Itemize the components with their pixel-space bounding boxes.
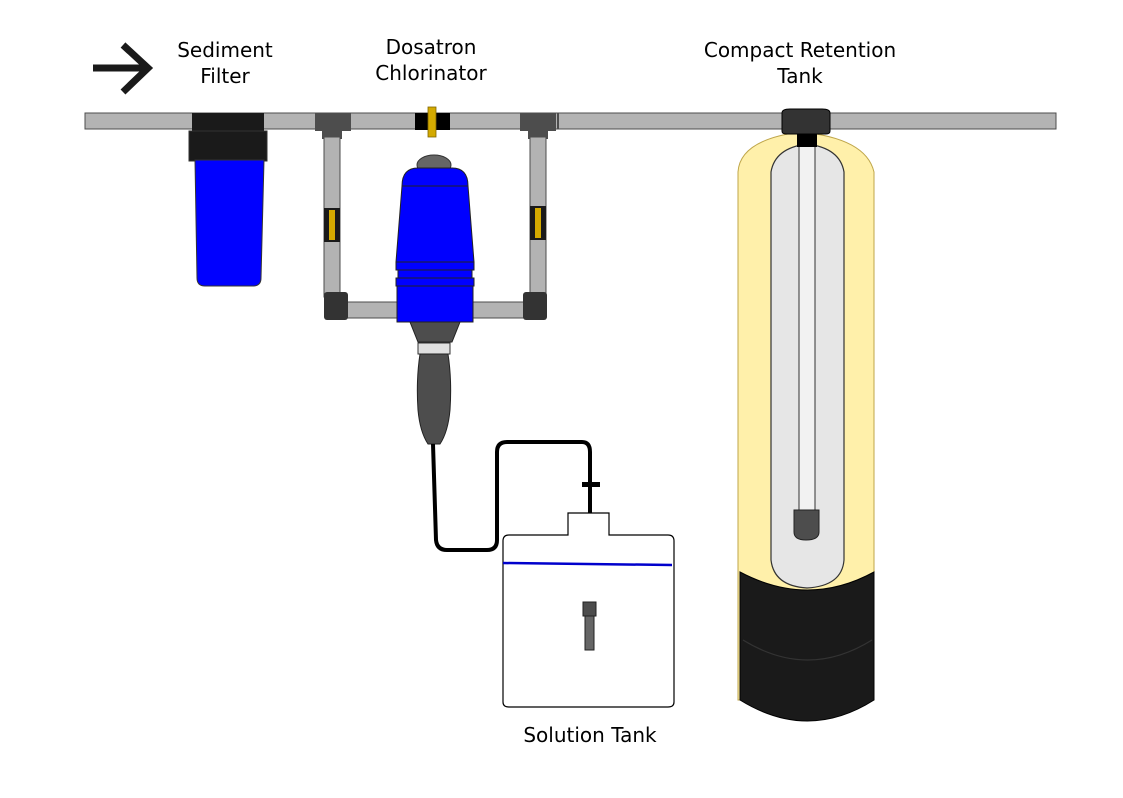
riser-tube [798, 145, 816, 513]
label-sediment-filter: Sediment Filter [155, 37, 295, 89]
filter-head [192, 113, 264, 133]
elbow-right [523, 292, 547, 320]
tank-head-collar [797, 133, 817, 147]
label-line: Dosatron [385, 35, 477, 59]
distributor-basket [793, 509, 820, 541]
elbow-left [324, 292, 348, 320]
filter-housing [194, 159, 265, 287]
main-valve-handle [427, 106, 437, 138]
label-dosatron-chlorinator: Dosatron Chlorinator [356, 34, 506, 86]
tank-head [781, 108, 831, 135]
tee-fitting-right [520, 113, 556, 131]
dosatron-injector-neck [409, 321, 461, 343]
label-line: Solution Tank [523, 723, 657, 747]
valve-left-handle [329, 210, 335, 240]
label-solution-tank: Solution Tank [500, 722, 680, 748]
foot-valve-strainer [584, 615, 595, 651]
label-line: Chlorinator [375, 61, 487, 85]
suction-tubing [431, 440, 592, 600]
dosatron-chlorinator [395, 154, 475, 445]
dosatron-body-lower [396, 285, 474, 323]
arrow-right-icon [93, 42, 154, 95]
tee-fitting-left [315, 113, 351, 131]
tube-clamp [582, 482, 600, 487]
solution-tank [502, 512, 675, 708]
label-line: Filter [200, 64, 250, 88]
label-line: Tank [777, 64, 823, 88]
label-line: Sediment [177, 38, 273, 62]
solution-level [502, 561, 673, 567]
dosatron-injector [416, 353, 452, 445]
dosatron-body-upper [395, 167, 475, 263]
foot-valve [582, 601, 597, 617]
label-compact-retention-tank: Compact Retention Tank [680, 37, 920, 89]
injector-collar [417, 342, 451, 355]
valve-right-handle [535, 208, 541, 238]
sediment-filter [188, 113, 268, 287]
label-line: Compact Retention [703, 38, 897, 62]
compact-retention-tank [737, 108, 875, 722]
filter-cap [188, 130, 268, 162]
tank-base [739, 571, 875, 722]
